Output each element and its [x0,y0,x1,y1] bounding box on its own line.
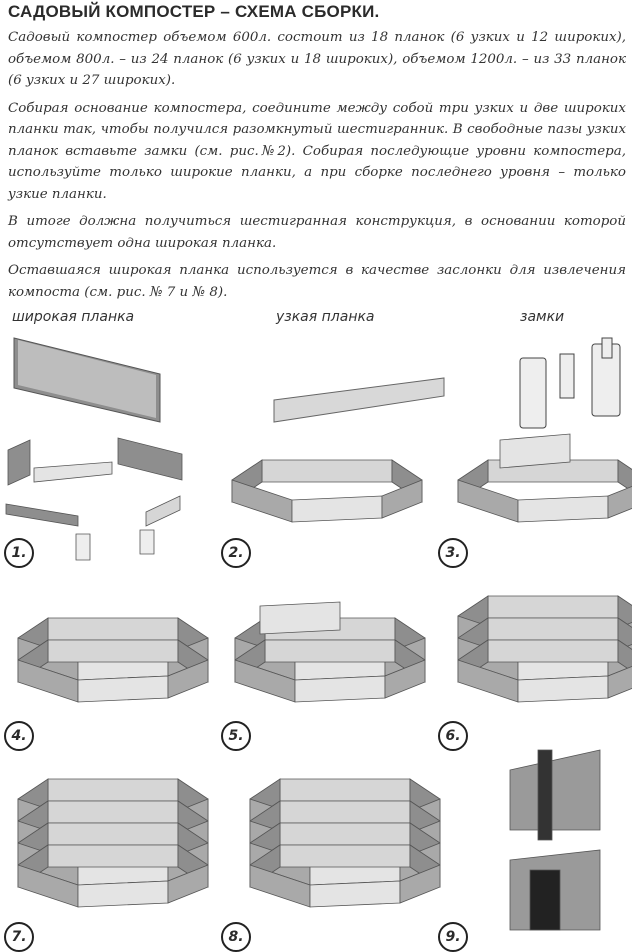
step3-box-front-right-panel [607,485,632,519]
step4-box-back-panel [47,617,179,641]
label-locks: замки [520,309,565,325]
step3-top-panel [499,433,571,469]
step9-closeup-top [509,749,601,831]
step3-box-front-panel [517,495,609,523]
instructions: Садовый компостер объемом 600л. состоит … [8,27,626,309]
step5-box-front-panel [294,675,386,703]
step-number-4: 4. [4,721,34,751]
step4-box-front-right-panel [167,659,209,699]
step5-box-front-right-panel [384,659,426,699]
step7-box-back-panel [47,800,179,824]
step7-box-back-panel [47,778,179,802]
step1-narrow-panel [5,503,79,527]
step9-lock-closed [529,869,561,931]
label-wide-panel: широкая планка [12,309,135,325]
step8-box-back-panel [279,778,411,802]
step8-box-front-right-panel [399,864,441,904]
wide-panel-image [13,337,161,423]
step1-wide-panel [117,437,183,481]
step-number-3: 3. [438,538,468,568]
step6-box-back-panel [487,595,619,619]
step2-box-back-panel [261,459,393,483]
paragraph-result: В итоге должна получиться шестигранная к… [8,214,626,251]
narrow-panel-image [273,377,445,423]
step6-box-right-panel [617,617,632,650]
step-number-9: 9. [438,922,468,952]
step6-box-right-panel [617,595,632,628]
step7-box-front-right-panel [167,864,209,904]
step4-box-back-panel [47,639,179,663]
step8-box-back-panel [279,844,411,868]
step8-box-back-panel [279,800,411,824]
paragraph-door-panel: Оставшаяся широкая планка используется в… [8,263,626,300]
step-number-7: 7. [4,922,34,952]
step6-box-right-panel [617,639,632,672]
step1-wide-panel [7,439,31,486]
page-title: САДОВЫЙ КОМПОСТЕР – СХЕМА СБОРКИ. [8,2,380,21]
step6-box-front-right-panel [607,665,632,699]
step8-box-front-panel [309,880,401,908]
step6-box-front-panel [517,675,609,703]
step-number-8: 8. [221,922,251,952]
step9-lock [537,749,553,841]
step5-top-panel [259,601,341,635]
label-narrow-panel: узкая планка [276,309,375,325]
step5-box-back-panel [264,639,396,663]
step8-box-back-panel [279,822,411,846]
step2-box-front-panel [291,495,383,523]
step7-box-back-panel [47,822,179,846]
step7-box-front-panel [77,880,169,908]
step2-box-front-left-panel [231,479,293,523]
step1-narrow-panel [33,461,113,483]
step-number-2: 2. [221,538,251,568]
step-number-5: 5. [221,721,251,751]
step1-lock [139,529,155,555]
locks-image [519,337,621,429]
step7-box-back-panel [47,844,179,868]
step6-box-back-panel [487,617,619,641]
step1-narrow-panel [145,495,181,527]
step3-box-front-left-panel [457,479,519,523]
assembly-steps-illustration [5,433,632,931]
paragraph-base-assembly: Собирая основание компостера, соедините … [8,100,626,202]
step-number-1: 1. [4,538,34,568]
parts-illustration [13,337,621,429]
step3-box-right-panel [617,459,632,492]
step2-box-front-right-panel [381,479,423,519]
step6-box-back-panel [487,639,619,663]
paragraph-composition: Садовый компостер объемом 600л. состоит … [8,30,626,88]
step1-lock [75,533,91,561]
step-number-6: 6. [438,721,468,751]
step4-box-front-panel [77,675,169,703]
